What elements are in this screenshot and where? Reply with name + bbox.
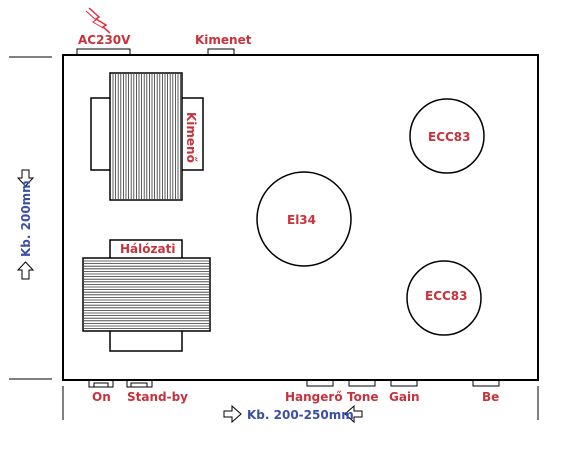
arrow-left-icon (344, 404, 363, 424)
on-switch-label: On (92, 390, 111, 404)
tone-knob-label: Tone (347, 390, 379, 404)
arrow-right-icon (223, 404, 242, 424)
input-jack-label: Be (482, 390, 499, 404)
mains-transformer-label-bg (112, 241, 178, 257)
width-dimension-label: Kb. 200-250mm (247, 408, 354, 422)
arrow-up-icon (16, 261, 35, 280)
preamp-tube-top (409, 98, 485, 174)
gain-knob-label: Gain (389, 390, 420, 404)
ac-input-connector (76, 48, 131, 56)
lightning-icon-trail (85, 10, 104, 29)
power-tube-el34 (256, 171, 352, 267)
chassis-outline (62, 54, 539, 381)
mains-transformer-windings (84, 260, 209, 330)
lightning-icon (88, 7, 111, 34)
volume-knob-label: Hangerő (285, 390, 343, 404)
standby-switch-label: Stand-by (127, 390, 188, 404)
output-transformer-label: Kimenő (184, 112, 198, 163)
tone-knob (348, 379, 376, 387)
gain-knob (390, 379, 418, 387)
output-transformer-windings (112, 74, 182, 199)
standby-switch-toggle (130, 382, 148, 388)
power-tube-label: El34 (287, 213, 316, 227)
preamp-tube-top-label: ECC83 (428, 130, 471, 144)
volume-knob (306, 379, 334, 387)
arrow-down-icon (16, 169, 35, 187)
on-switch-toggle (93, 382, 109, 388)
output-jack-label: Kimenet (195, 33, 252, 47)
mains-transformer-label: Hálózati (120, 242, 175, 256)
height-dimension-label: Kb. 200mm (19, 180, 33, 257)
preamp-tube-bottom-label: ECC83 (425, 289, 468, 303)
output-jack-connector (207, 48, 235, 56)
ac-input-label: AC230V (78, 33, 131, 47)
preamp-tube-bottom (406, 260, 482, 336)
input-jack (472, 379, 500, 387)
